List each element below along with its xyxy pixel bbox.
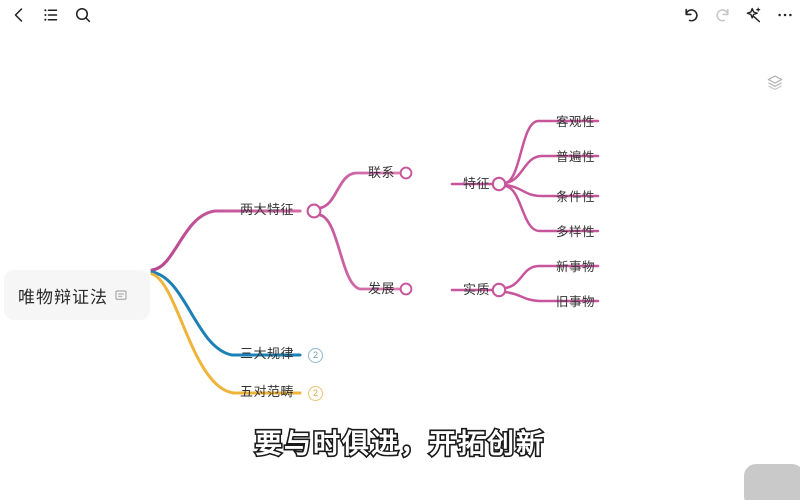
top-toolbar [0,0,800,30]
undo-icon [685,8,698,22]
node-characteristics[interactable]: 特征 [463,176,491,191]
node-development[interactable]: 发展 [368,281,396,296]
search-icon [75,7,91,23]
magic-button[interactable] [739,0,769,30]
mindmap-canvas[interactable]: 唯物辩证法 两大特征 三大规律 2 五对范畴 2 联系 发展 特征 实质 客观性… [0,30,800,470]
floating-action-button[interactable] [744,464,800,500]
search-button[interactable] [68,0,98,30]
mindmap-connectors [150,119,600,395]
note-icon[interactable] [115,289,127,301]
node-old-things[interactable]: 旧事物 [556,295,596,309]
collapsed-count-three-laws[interactable]: 2 [308,348,323,363]
node-new-things[interactable]: 新事物 [556,260,596,274]
redo-button[interactable] [708,0,738,30]
undo-button[interactable] [676,0,706,30]
node-conditionality[interactable]: 条件性 [556,190,596,204]
outline-button[interactable] [36,0,66,30]
node-universality[interactable]: 普遍性 [556,150,596,164]
magic-wand-icon [746,7,761,23]
node-five-categories[interactable]: 五对范畴 [240,384,295,399]
back-button[interactable] [4,0,34,30]
chevron-left-icon [14,8,23,22]
ellipsis-icon [778,13,792,17]
root-node[interactable]: 唯物辩证法 [4,270,150,320]
node-three-laws[interactable]: 三大规律 [240,346,295,361]
redo-icon [716,8,729,22]
node-diversity[interactable]: 多样性 [556,225,596,239]
video-subtitle: 要与时俱进，开拓创新 [253,427,545,460]
list-icon [44,9,58,21]
root-node-label: 唯物辩证法 [18,287,108,307]
node-two-features[interactable]: 两大特征 [240,202,295,217]
node-objectivity[interactable]: 客观性 [556,115,596,129]
layers-button[interactable] [764,72,786,94]
node-connection[interactable]: 联系 [368,165,396,180]
layers-icon [767,75,783,91]
collapsed-count-five-categories[interactable]: 2 [308,386,323,401]
node-essence[interactable]: 实质 [463,282,491,297]
more-button[interactable] [770,0,800,30]
